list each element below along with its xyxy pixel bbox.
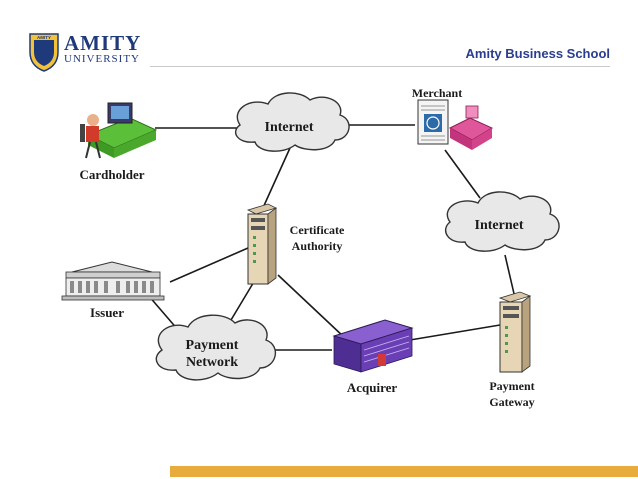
header-divider: [150, 66, 610, 67]
shield-icon: AMITY: [29, 33, 59, 72]
node-label-ca-line2: Authority: [292, 239, 343, 253]
node-label-acquirer: Acquirer: [347, 380, 398, 395]
amity-logo: AMITY AMITY UNIVERSITY: [28, 32, 148, 72]
cloud-label: Internet: [475, 218, 524, 233]
edge-internet-ca: [261, 147, 291, 211]
cloud-internet-right: Internet: [445, 191, 560, 252]
edge-ca-acquirer: [277, 274, 346, 339]
edge-acquirer-gateway: [409, 324, 501, 341]
merchant-register-icon: [417, 99, 494, 150]
cloud-payment-network: Payment Network: [155, 314, 277, 381]
edge-merchant-internet: [444, 149, 481, 199]
node-label-merchant: Merchant: [412, 86, 462, 100]
node-label-cardholder: Cardholder: [80, 167, 145, 182]
cloud-label: Payment: [186, 338, 239, 353]
issuer-bank-icon: [61, 261, 165, 301]
cloud-internet-top: Internet: [235, 92, 350, 152]
acquirer-building-icon: [332, 319, 414, 373]
cardholder-computer-icon: [80, 102, 158, 159]
cloud-label: Network: [186, 355, 238, 370]
cloud-label: Internet: [265, 120, 314, 135]
payment-gateway-server-icon: [498, 291, 532, 373]
edge-issuer-ca: [169, 247, 249, 283]
logo-title: AMITY: [64, 31, 142, 55]
certificate-authority-server-icon: [246, 203, 278, 285]
node-label-ca-line1: Certificate: [290, 223, 345, 237]
node-label-gateway-line2: Gateway: [489, 395, 534, 409]
school-name: Amity Business School: [465, 46, 610, 61]
node-label-issuer: Issuer: [90, 305, 124, 320]
shield-text: AMITY: [37, 35, 51, 40]
node-label-gateway-line1: Payment: [489, 379, 534, 393]
edge-internet-gateway: [504, 254, 516, 299]
footer-accent-bar: [170, 466, 638, 477]
connection-lines: [147, 124, 516, 351]
logo-subtitle: UNIVERSITY: [64, 53, 140, 65]
